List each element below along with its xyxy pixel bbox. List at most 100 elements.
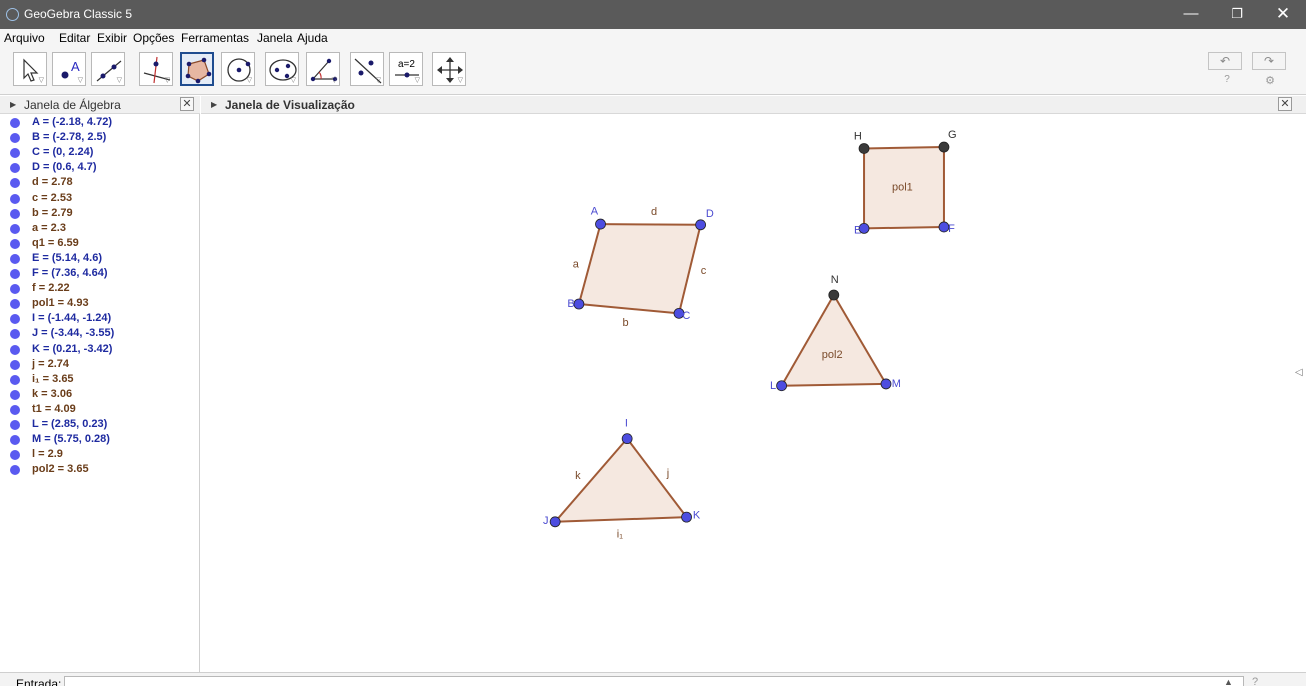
conic-tool-button[interactable]: ▽	[265, 52, 299, 86]
point-M[interactable]	[880, 378, 892, 390]
point-D[interactable]	[695, 219, 707, 231]
minimize-button[interactable]: —	[1183, 5, 1199, 22]
move-view-tool-button[interactable]: ▽	[432, 52, 466, 86]
visibility-toggle-dot-icon[interactable]	[10, 435, 20, 446]
point-A[interactable]	[595, 218, 606, 230]
polygon-label: pol1	[892, 182, 913, 194]
close-graphics-view-button[interactable]: ✕	[1278, 97, 1292, 111]
menu-editar[interactable]: Editar	[59, 31, 91, 45]
algebra-item-text: pol1 = 4.93	[32, 297, 89, 310]
point-N[interactable]	[828, 289, 840, 301]
panel-expand-triangle-icon[interactable]: ▶	[211, 100, 218, 109]
slider-icon: a=2	[395, 59, 419, 78]
algebra-item-text: c = 2.53	[32, 191, 73, 204]
menu-opcoes[interactable]: Opções	[133, 31, 175, 45]
visibility-toggle-dot-icon[interactable]	[10, 193, 20, 204]
input-symbols-triangle-icon[interactable]: ▲	[1224, 677, 1233, 686]
point-L[interactable]	[776, 380, 787, 392]
segment[interactable]	[864, 225, 944, 230]
input-field[interactable]	[64, 676, 1244, 686]
move-tool-button[interactable]: ▽	[13, 52, 47, 86]
window-title: GeoGebra Classic 5	[24, 7, 133, 21]
point-B[interactable]	[573, 298, 585, 310]
visibility-toggle-dot-icon[interactable]	[10, 420, 20, 430]
visibility-toggle-dot-icon[interactable]	[10, 208, 20, 219]
visibility-toggle-dot-icon[interactable]	[10, 148, 20, 159]
visibility-toggle-dot-icon[interactable]	[10, 404, 20, 415]
visibility-toggle-dot-icon[interactable]	[10, 163, 20, 174]
toolbar: ▽ A ▽ ▽ ▽ ▽ ▽ ▽ ▽	[0, 47, 1306, 95]
point-K[interactable]	[681, 511, 692, 523]
collapse-side-panel-icon[interactable]: ◁	[1295, 367, 1303, 378]
segment[interactable]	[554, 437, 628, 523]
segment[interactable]	[864, 146, 944, 150]
perpendicular-tool-button[interactable]: ▽	[139, 52, 173, 86]
segment[interactable]	[578, 303, 680, 315]
visibility-toggle-dot-icon[interactable]	[10, 299, 20, 310]
visibility-toggle-dot-icon[interactable]	[10, 238, 20, 249]
segment[interactable]	[780, 294, 835, 387]
polygon-t1[interactable]	[555, 438, 687, 522]
help-icon[interactable]: ?	[1224, 74, 1230, 85]
polygon-tool-button[interactable]	[180, 52, 214, 86]
visibility-toggle-dot-icon[interactable]	[10, 178, 20, 189]
visibility-toggle-dot-icon[interactable]	[10, 465, 20, 476]
slider-tool-button[interactable]: a=2 ▽	[389, 52, 423, 86]
visibility-toggle-dot-icon[interactable]	[10, 269, 20, 279]
visibility-toggle-dot-icon[interactable]	[10, 133, 20, 144]
menu-ajuda[interactable]: Ajuda	[297, 31, 328, 45]
point-C[interactable]	[673, 307, 685, 319]
redo-button[interactable]: ↷	[1252, 52, 1286, 70]
point-I[interactable]	[621, 433, 633, 445]
segment[interactable]	[555, 516, 687, 523]
visibility-toggle-dot-icon[interactable]	[10, 374, 20, 385]
visibility-toggle-dot-icon[interactable]	[10, 314, 20, 325]
algebra-view-title: Janela de Álgebra	[24, 98, 121, 112]
segment[interactable]	[626, 438, 688, 518]
visibility-toggle-dot-icon[interactable]	[10, 389, 20, 400]
visibility-toggle-dot-icon[interactable]	[10, 359, 20, 370]
segment[interactable]	[832, 294, 887, 385]
visibility-toggle-dot-icon[interactable]	[10, 344, 20, 355]
close-button[interactable]: ✕	[1275, 4, 1291, 23]
visibility-toggle-dot-icon[interactable]	[10, 253, 20, 264]
restore-button[interactable]: ❐	[1231, 6, 1243, 21]
reflect-tool-button[interactable]: ▽	[350, 52, 384, 86]
segment[interactable]	[600, 223, 701, 226]
segment[interactable]	[577, 223, 602, 305]
point-label: M	[892, 378, 901, 390]
polygon-pol2[interactable]	[781, 295, 886, 386]
visibility-toggle-dot-icon[interactable]	[10, 118, 20, 128]
algebra-item-text: b = 2.79	[32, 206, 73, 219]
polygon-pol1[interactable]	[864, 147, 944, 229]
visibility-toggle-dot-icon[interactable]	[10, 284, 20, 295]
line-icon	[96, 60, 122, 82]
point-F[interactable]	[938, 221, 950, 233]
point-E[interactable]	[858, 222, 870, 234]
menu-ferramentas[interactable]: Ferramentas	[181, 31, 250, 45]
point-tool-button[interactable]: A ▽	[52, 52, 86, 86]
polygon-q1[interactable]	[578, 224, 701, 314]
gear-icon[interactable]: ⚙	[1265, 75, 1275, 87]
visibility-toggle-dot-icon[interactable]	[10, 223, 20, 234]
point-H[interactable]	[858, 143, 870, 154]
input-help-icon[interactable]: ?	[1252, 676, 1259, 686]
angle-tool-button[interactable]: ▽	[306, 52, 340, 86]
polygon-label: pol2	[822, 349, 843, 361]
point-G[interactable]	[938, 141, 950, 153]
menu-janela[interactable]: Janela	[257, 31, 293, 45]
circle-tool-button[interactable]: ▽	[221, 52, 255, 86]
close-algebra-view-button[interactable]: ✕	[180, 97, 194, 111]
menu-exibir[interactable]: Exibir	[97, 31, 128, 45]
segment[interactable]	[781, 382, 887, 387]
visibility-toggle-dot-icon[interactable]	[10, 450, 20, 461]
undo-button[interactable]: ↶	[1208, 52, 1242, 70]
point-label: D	[706, 208, 714, 220]
point-J[interactable]	[549, 516, 561, 528]
panel-expand-triangle-icon[interactable]: ▶	[10, 100, 17, 109]
menu-arquivo[interactable]: Arquivo	[4, 31, 45, 45]
visibility-toggle-dot-icon[interactable]	[10, 329, 20, 340]
segment[interactable]	[678, 224, 702, 314]
line-tool-button[interactable]: ▽	[91, 52, 125, 86]
